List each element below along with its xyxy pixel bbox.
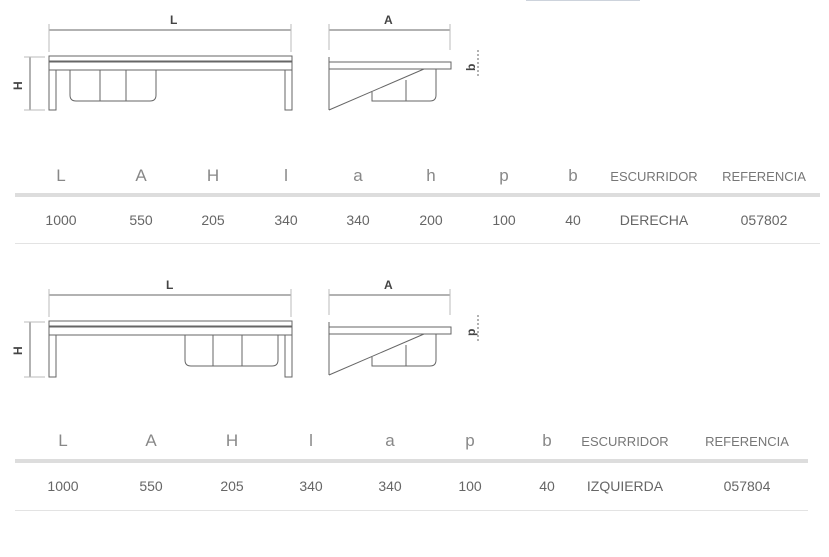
- table-cell: 1000: [47, 478, 79, 494]
- table-cell: 340: [346, 212, 370, 228]
- table-cell: IZQUIERDA: [586, 478, 664, 494]
- header-divider: [15, 459, 808, 463]
- table-cell: 205: [201, 212, 225, 228]
- table-cell: 550: [139, 478, 163, 494]
- svg-text:H: H: [11, 346, 25, 355]
- column-header: l: [309, 431, 313, 450]
- table-cell: 057804: [723, 478, 771, 494]
- column-header: h: [426, 166, 436, 185]
- svg-text:H: H: [11, 81, 25, 90]
- svg-text:A: A: [384, 278, 393, 292]
- table-cell: 340: [378, 478, 402, 494]
- length-label: L: [170, 13, 177, 27]
- table-cell: DERECHA: [619, 212, 689, 228]
- column-header: H: [206, 166, 220, 185]
- top-divider: [526, 0, 640, 1]
- column-header: REFERENCIA: [705, 434, 789, 449]
- column-header: l: [284, 166, 288, 185]
- column-header: ESCURRIDOR: [610, 169, 698, 184]
- table-cell: 340: [274, 212, 298, 228]
- table-cell: 1000: [45, 212, 77, 228]
- row-divider: [15, 510, 808, 511]
- table-cell: 100: [458, 478, 482, 494]
- table-cell: 340: [299, 478, 323, 494]
- table-cell: 200: [419, 212, 443, 228]
- column-header: L: [56, 166, 66, 185]
- table-cell: 40: [539, 478, 555, 494]
- row-divider: [15, 243, 820, 244]
- column-header: A: [135, 166, 147, 185]
- column-header: a: [353, 166, 363, 185]
- svg-text:A: A: [384, 13, 393, 27]
- product-drawing-right-drainer: L H A b: [11, 13, 479, 111]
- product-drawing-left-drainer: L H A p: [11, 278, 479, 378]
- table-cell: 100: [492, 212, 516, 228]
- table-cell: 40: [565, 212, 581, 228]
- column-header: H: [225, 431, 239, 450]
- column-header: a: [385, 431, 395, 450]
- header-divider: [15, 193, 820, 197]
- column-header: p: [499, 166, 509, 185]
- svg-text:p: p: [464, 329, 478, 336]
- svg-text:L: L: [166, 278, 173, 292]
- column-header: A: [145, 431, 157, 450]
- table-cell: 550: [129, 212, 153, 228]
- column-header: L: [58, 431, 68, 450]
- table-cell: 057802: [740, 212, 788, 228]
- column-header: REFERENCIA: [722, 169, 806, 184]
- column-header: ESCURRIDOR: [581, 434, 669, 449]
- column-header: b: [542, 431, 552, 450]
- svg-text:b: b: [464, 64, 478, 71]
- column-header: b: [568, 166, 578, 185]
- column-header: p: [465, 431, 475, 450]
- table-cell: 205: [220, 478, 244, 494]
